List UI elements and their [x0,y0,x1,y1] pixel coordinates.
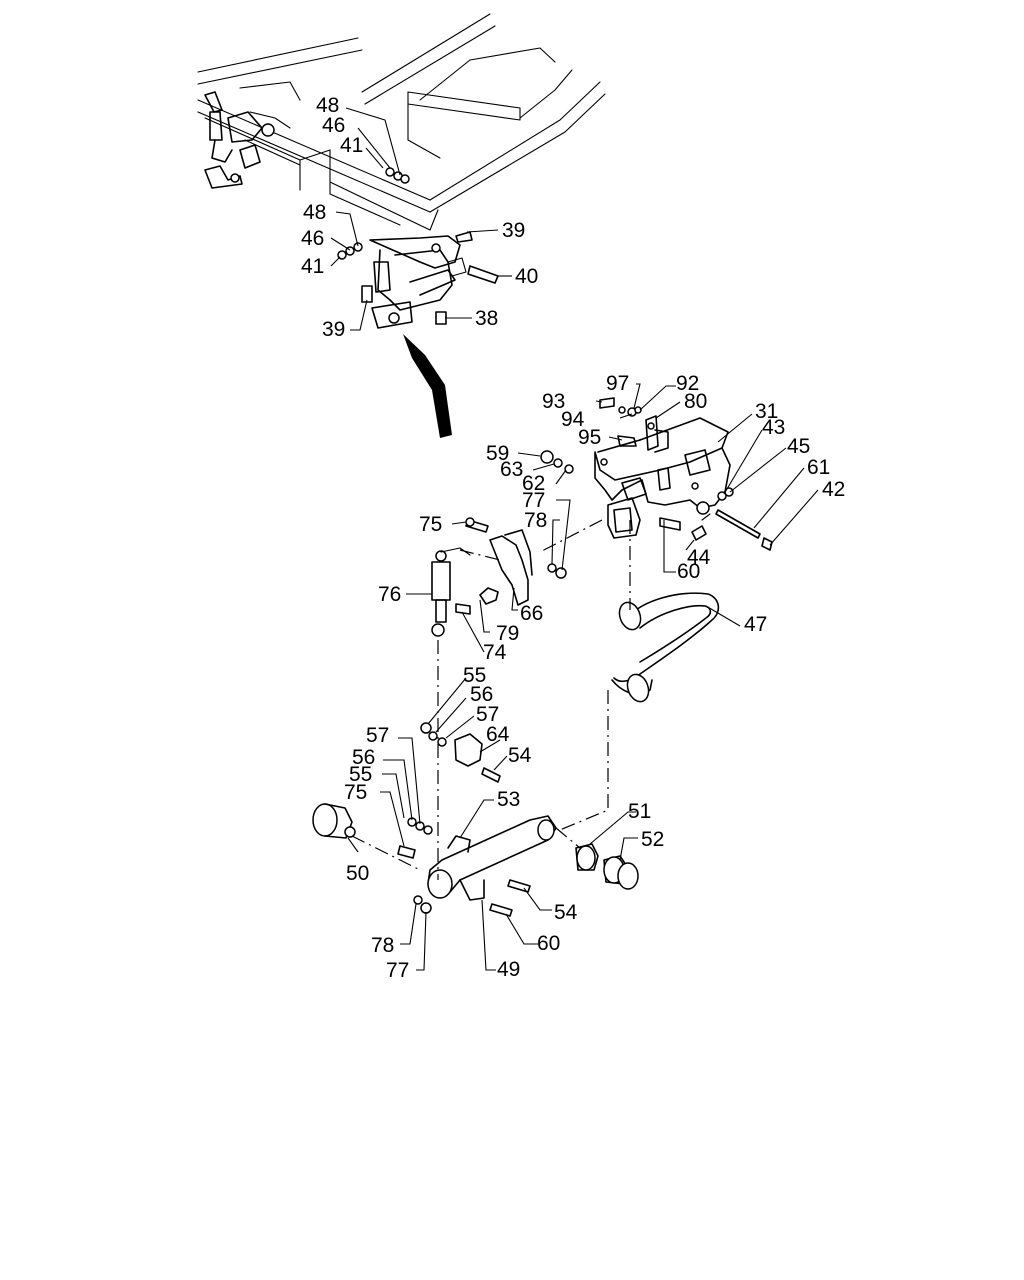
callout-44: 44 [687,546,711,569]
main-bracket-assembly [540,397,773,551]
callout-76: 76 [378,583,401,606]
callout-56-upper: 56 [470,683,493,706]
callout-61: 61 [807,456,830,479]
callout-64: 64 [486,723,510,746]
callout-78-upper: 78 [524,509,547,532]
callout-57-right: 57 [476,703,499,726]
callout-55-lower: 55 [349,763,372,786]
callout-41-upper: 41 [301,255,324,278]
callout-57-left: 57 [366,724,389,747]
callout-45: 45 [787,435,810,458]
callout-labels: 48 46 41 48 46 41 39 40 39 38 97 92 93 8… [301,94,845,982]
callout-41-top: 41 [340,134,363,157]
callout-40: 40 [515,265,538,288]
callout-78-lower: 78 [371,934,394,957]
callout-31: 31 [755,400,778,423]
callout-47: 47 [744,613,767,636]
callout-46-upper: 46 [301,227,324,250]
callout-51: 51 [628,800,651,823]
callout-80: 80 [684,390,707,413]
callout-53: 53 [497,788,520,811]
callout-93: 93 [542,390,565,413]
callout-54-lower: 54 [554,901,578,924]
callout-48-upper: 48 [303,201,326,224]
callout-39-lower: 39 [322,318,345,341]
leader-lines [330,107,819,971]
callout-94: 94 [561,408,585,431]
callout-63: 63 [500,458,523,481]
callout-50: 50 [346,862,369,885]
callout-77-upper: 77 [522,489,545,512]
shock-absorber-group [431,517,567,637]
callout-48-top: 48 [316,94,339,117]
callout-54-upper: 54 [508,744,532,767]
callout-75-lower: 75 [344,781,367,804]
callout-46-top: 46 [322,114,345,137]
callout-74: 74 [483,641,507,664]
callout-42: 42 [822,478,845,501]
callout-66: 66 [520,602,543,625]
chassis-frame-drawing [197,13,606,438]
callout-52: 52 [641,828,664,851]
drive-belt-47 [611,592,720,703]
callout-49: 49 [497,958,520,981]
callout-43: 43 [762,416,785,439]
center-lines [351,519,631,880]
callout-59: 59 [486,442,509,465]
callout-75-upper: 75 [419,513,442,536]
callout-39-upper: 39 [502,219,525,242]
trailing-arm-assembly [312,722,639,917]
callout-55-upper: 55 [463,664,486,687]
callout-79: 79 [496,622,519,645]
callout-38: 38 [475,307,498,330]
callout-97: 97 [606,372,629,395]
callout-56-lower: 56 [352,746,375,769]
callout-92: 92 [676,372,699,395]
callout-77-lower: 77 [386,959,409,982]
callout-60-lower: 60 [537,932,560,955]
callout-62: 62 [522,472,545,495]
callout-95: 95 [578,426,601,449]
callout-60-upper: 60 [677,560,700,583]
